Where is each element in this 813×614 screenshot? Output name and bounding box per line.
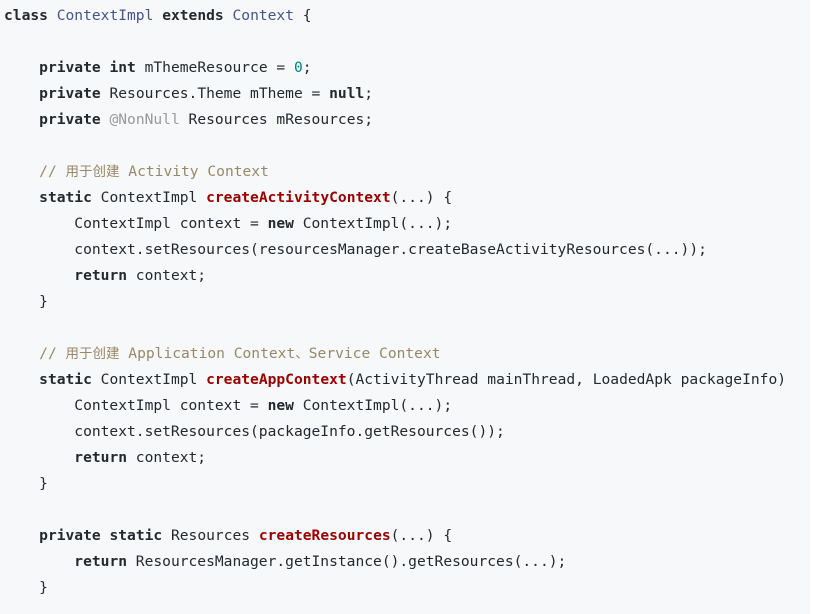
code-token-comment: // <box>39 163 66 180</box>
code-token-plain <box>4 85 39 102</box>
code-token-plain: ContextImpl <box>91 189 207 206</box>
code-line: return context; <box>4 263 786 289</box>
code-line: return context; <box>4 445 786 471</box>
code-token-keyword: int <box>109 59 136 76</box>
code-token-plain: ; <box>364 85 374 102</box>
code-token-plain: ContextImpl context = <box>4 397 268 414</box>
code-token-plain <box>4 163 39 180</box>
code-line <box>4 133 786 159</box>
code-line <box>4 315 786 341</box>
code-line: ContextImpl context = new ContextImpl(..… <box>4 211 786 237</box>
code-line: ContextImpl context = new ContextImpl(..… <box>4 393 786 419</box>
code-token-keyword: static <box>109 527 163 544</box>
code-line: static ContextImpl createAppContext(Acti… <box>4 367 786 393</box>
code-token-keyword: private <box>39 111 101 128</box>
code-token-plain <box>4 267 74 284</box>
code-token-keyword: class <box>4 7 48 24</box>
code-token-func: createAppContext <box>206 371 347 388</box>
code-token-comment: Service Context <box>308 345 441 362</box>
code-token-comment-cn: 用于创建 <box>65 164 120 180</box>
code-token-keyword: private <box>39 527 101 544</box>
code-token-comment-cn: 用于创建 <box>65 346 120 362</box>
code-line: context.setResources(resourcesManager.cr… <box>4 237 786 263</box>
code-token-comment: // <box>39 345 66 362</box>
code-token-plain: (ActivityThread mainThread, LoadedApk pa… <box>346 371 787 388</box>
code-token-plain: } <box>4 475 48 492</box>
code-token-keyword: extends <box>162 7 224 24</box>
code-token-plain: context; <box>127 267 207 284</box>
code-line: // 用于创建 Application Context、Service Cont… <box>4 341 786 367</box>
code-line: static ContextImpl createActivityContext… <box>4 185 786 211</box>
code-token-plain: ; <box>302 59 312 76</box>
code-token-keyword: return <box>74 553 128 570</box>
code-token-plain <box>4 189 39 206</box>
code-token-plain: Resources.Theme mTheme = <box>100 85 330 102</box>
code-line <box>4 497 786 523</box>
code-line: private Resources.Theme mTheme = null; <box>4 81 786 107</box>
code-token-plain: ResourcesManager.getInstance().getResour… <box>127 553 567 570</box>
code-token-func: createActivityContext <box>206 189 391 206</box>
code-lines: class ContextImpl extends Context { priv… <box>4 3 786 601</box>
code-line: } <box>4 575 786 601</box>
code-token-plain: Resources <box>162 527 259 544</box>
code-token-plain <box>4 111 39 128</box>
code-token-plain: (...) { <box>390 189 453 206</box>
code-line: } <box>4 289 786 315</box>
code-token-type: Context <box>232 7 295 24</box>
code-token-plain: mThemeResource = <box>135 59 294 76</box>
code-token-func: createResources <box>258 527 391 544</box>
code-token-plain: (...) { <box>390 527 453 544</box>
code-token-plain <box>4 371 39 388</box>
code-token-keyword: new <box>267 397 294 414</box>
code-token-keyword: static <box>39 371 92 388</box>
code-token-comment: Application Context <box>119 345 296 362</box>
code-line: return ResourcesManager.getInstance().ge… <box>4 549 786 575</box>
code-token-plain: context.setResources(resourcesManager.cr… <box>4 241 707 258</box>
code-line: // 用于创建 Activity Context <box>4 159 786 185</box>
code-token-plain: context.setResources(packageInfo.getReso… <box>4 423 505 440</box>
code-token-plain: context; <box>127 449 207 466</box>
code-token-keyword: static <box>39 189 92 206</box>
code-token-plain <box>4 59 39 76</box>
code-token-number: 0 <box>293 59 303 76</box>
code-token-annotation: @NonNull <box>109 111 180 128</box>
code-token-plain <box>48 7 57 24</box>
code-line: private int mThemeResource = 0; <box>4 55 786 81</box>
code-token-plain <box>224 7 233 24</box>
code-line: } <box>4 471 786 497</box>
code-token-keyword: private <box>39 85 101 102</box>
code-token-plain: } <box>4 293 48 310</box>
code-line: private static Resources createResources… <box>4 523 786 549</box>
code-token-comment-cn: 、 <box>295 346 309 362</box>
code-token-type: ContextImpl <box>56 7 154 24</box>
code-token-plain: } <box>4 579 48 596</box>
code-token-plain <box>4 527 39 544</box>
code-line: private @NonNull Resources mResources; <box>4 107 786 133</box>
code-token-plain <box>4 553 74 570</box>
code-line <box>4 29 786 55</box>
code-token-plain <box>153 7 162 24</box>
code-token-plain: Resources mResources; <box>179 111 374 128</box>
code-token-keyword: private <box>39 59 101 76</box>
code-token-keyword: return <box>74 449 128 466</box>
code-token-keyword: null <box>329 85 365 102</box>
code-token-plain <box>4 345 39 362</box>
code-line: context.setResources(packageInfo.getReso… <box>4 419 786 445</box>
code-token-plain: { <box>294 7 312 24</box>
code-token-comment: Activity Context <box>119 163 269 180</box>
code-token-keyword: return <box>74 267 128 284</box>
code-token-plain <box>4 449 74 466</box>
code-token-keyword: new <box>267 215 294 232</box>
code-token-plain: ContextImpl context = <box>4 215 268 232</box>
code-token-plain: ContextImpl(...); <box>293 215 453 232</box>
code-line: class ContextImpl extends Context { <box>4 3 786 29</box>
code-token-plain: ContextImpl <box>91 371 207 388</box>
code-token-plain: ContextImpl(...); <box>293 397 453 414</box>
